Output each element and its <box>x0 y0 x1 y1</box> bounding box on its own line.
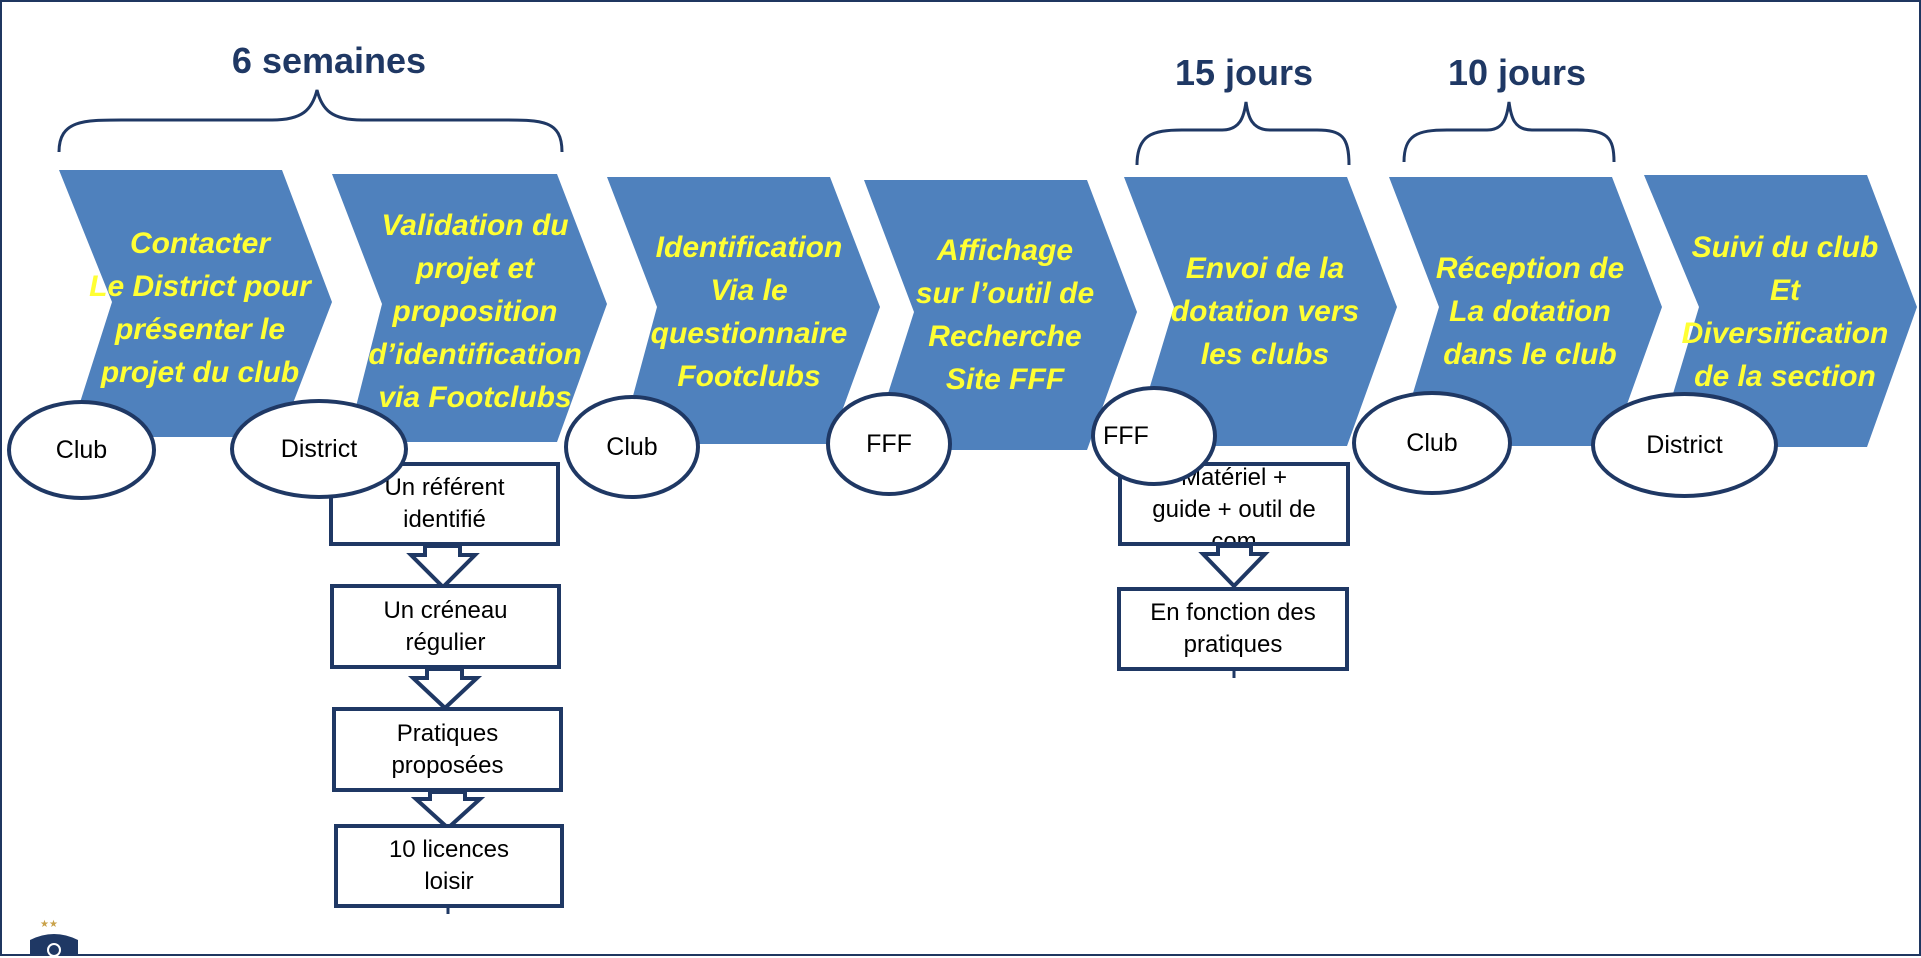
criteria-box: Un référent identifié <box>329 462 560 546</box>
brace-15-jours <box>1135 101 1351 166</box>
dotation-box: En fonction des pratiques <box>1117 587 1349 671</box>
criteria-box: 10 licences loisir <box>334 824 564 908</box>
criteria-text: Un créneau régulier <box>383 596 508 656</box>
chevron-step-6 <box>1389 177 1662 446</box>
duration-label-1: 6 semaines <box>231 40 427 81</box>
step-6-text: Réception de La dotation dans le club <box>1435 252 1625 371</box>
actor-fff-2: FFF <box>1091 386 1217 486</box>
dotation-box: Matériel + guide + outil de com <box>1118 462 1350 546</box>
down-arrow-icon <box>406 544 480 590</box>
down-arrow-icon <box>410 790 486 831</box>
chevron-step-2 <box>332 174 607 442</box>
criteria-text: 10 licences loisir <box>388 836 510 895</box>
step-2-text: Validation du projet et proposition d’id… <box>368 209 582 414</box>
step-5-text: Envoi de la dotation vers les clubs <box>1170 252 1360 371</box>
chevron-step-1 <box>59 170 332 437</box>
down-arrow-icon <box>407 667 483 711</box>
actor-district-1: District <box>230 399 408 499</box>
logo-stars: ★★ <box>40 919 58 930</box>
chevron-step-3 <box>607 177 880 444</box>
duration-label-3: 10 jours <box>1447 52 1587 93</box>
actor-club-3: Club <box>1352 391 1512 495</box>
duration-label-2: 15 jours <box>1174 52 1314 93</box>
step-3-text: Identification Via le questionnaire Foot… <box>650 231 848 393</box>
criteria-box: Un créneau régulier <box>330 584 561 669</box>
brace-6-semaines <box>57 89 564 153</box>
actor-club-1: Club <box>7 400 156 500</box>
fff-logo-icon: ★★ <box>26 920 82 956</box>
step-7-text: Suivi du club Et Diversification de la s… <box>1681 231 1889 393</box>
chevron-step-4 <box>864 180 1137 450</box>
chevron-step-5 <box>1124 177 1397 446</box>
actor-district-2: District <box>1591 392 1778 498</box>
chevron-step-7 <box>1644 175 1917 447</box>
criteria-box: Pratiques proposées <box>332 707 563 792</box>
step-1-text: Contacter Le District pour présenter le … <box>89 227 311 389</box>
criteria-text: Un référent identifié <box>384 474 505 533</box>
dotation-text: En fonction des pratiques <box>1150 599 1316 658</box>
brace-10-jours <box>1402 101 1616 163</box>
down-arrow-icon <box>1198 544 1270 589</box>
step-4-text: Affichage sur l’outil de Recherche Site … <box>915 234 1095 396</box>
actor-fff-1: FFF <box>826 392 952 496</box>
criteria-text: Pratiques proposées <box>391 719 504 779</box>
actor-club-2: Club <box>564 395 700 499</box>
shield-icon <box>30 934 78 956</box>
